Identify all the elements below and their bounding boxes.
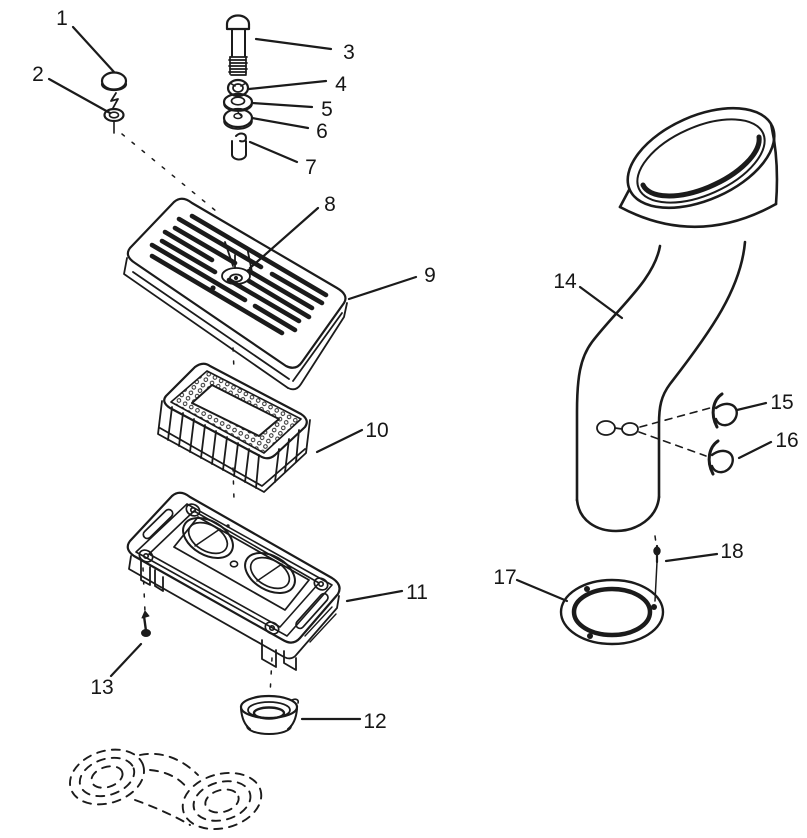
cover-vent-slots — [149, 213, 329, 336]
callout-6: 6 — [316, 120, 328, 143]
assembly-center-lines — [121, 133, 273, 696]
base-carb-opening — [182, 517, 296, 594]
filter-pleated-sides — [157, 400, 311, 493]
callout-labels: 1 2 3 4 5 6 7 8 9 10 11 12 13 14 15 16 1… — [32, 7, 799, 733]
clip-alignment-dashes — [638, 407, 711, 457]
cover-detail-dot — [210, 285, 216, 291]
callout-17: 17 — [493, 566, 516, 589]
part-15-clip — [711, 392, 738, 429]
callout-11: 11 — [406, 581, 428, 604]
cover-side-wall — [123, 257, 348, 391]
callout-15: 15 — [770, 391, 793, 414]
base-side-wall-and-feet — [128, 555, 340, 671]
base-center-hole — [229, 560, 239, 568]
callout-7: 7 — [305, 156, 317, 179]
part-7-retainer-clip — [231, 132, 247, 161]
callout-14: 14 — [553, 270, 577, 293]
part-11-air-box-base — [126, 491, 341, 671]
part-12-grommet-seal — [239, 694, 299, 735]
part-1-cap — [100, 71, 128, 109]
part-13-screw — [141, 610, 151, 637]
callout-10: 10 — [365, 419, 388, 442]
callout-5: 5 — [321, 98, 333, 121]
callout-18: 18 — [720, 540, 743, 563]
part-9-air-box-cover — [123, 197, 348, 391]
callout-3: 3 — [343, 41, 355, 64]
part-16-clip — [707, 439, 734, 476]
part-18-screw — [653, 535, 661, 602]
carburetor-hidden-outline — [69, 748, 263, 831]
part-4-lock-washer — [226, 78, 250, 98]
callout-8: 8 — [324, 193, 336, 216]
part-17-flange-gasket — [559, 578, 665, 646]
base-platform — [173, 516, 310, 611]
callout-1: 1 — [56, 7, 68, 30]
callout-13: 13 — [90, 676, 113, 699]
part-14-intake-duct — [575, 106, 779, 533]
base-rim-slots — [142, 508, 329, 630]
callout-leader-lines — [47, 25, 773, 721]
part-6-washer — [222, 107, 254, 130]
callout-4: 4 — [335, 73, 347, 96]
part-10-air-filter-element — [157, 362, 311, 493]
callout-16: 16 — [775, 429, 798, 452]
base-screw-bosses — [138, 503, 329, 635]
duct-mounting-holes — [596, 420, 639, 436]
part-3-bolt — [225, 14, 251, 76]
callout-9: 9 — [424, 264, 436, 287]
callout-2: 2 — [32, 63, 44, 86]
callout-12: 12 — [363, 710, 386, 733]
part-2-washer — [103, 107, 125, 134]
